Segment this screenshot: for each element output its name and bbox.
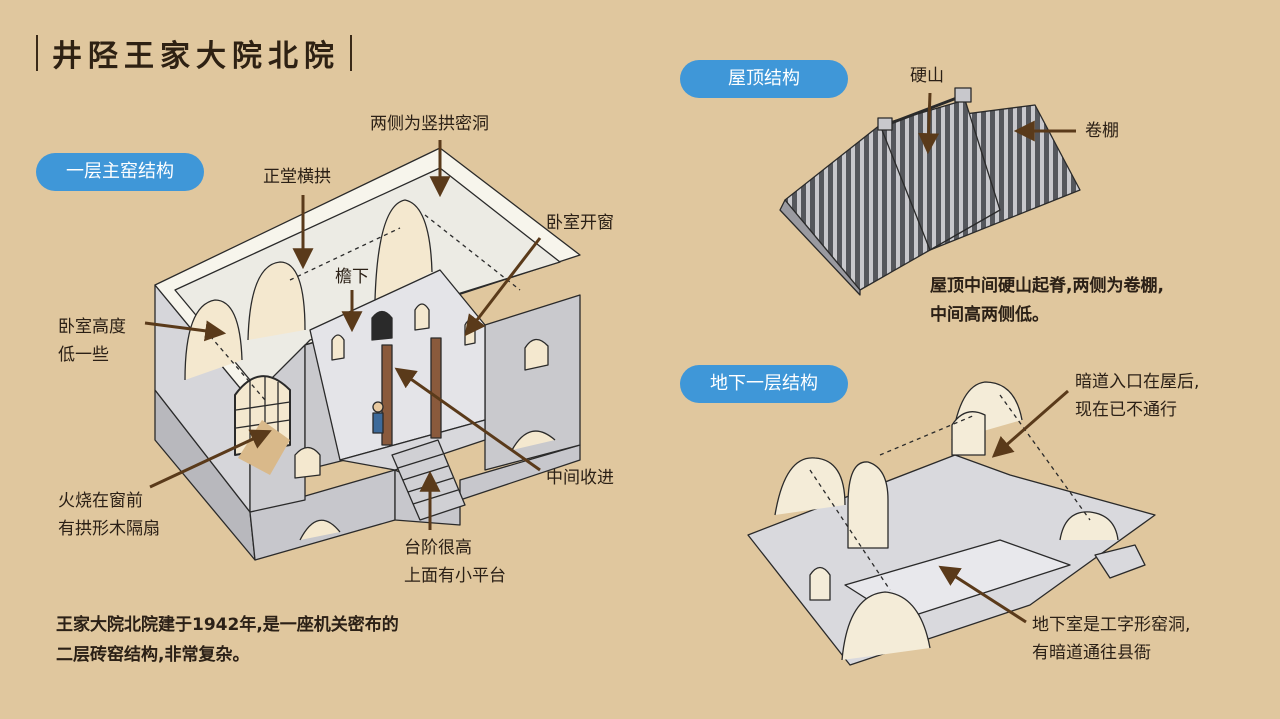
roof-description-1: 屋顶中间硬山起脊,两侧为卷棚, [930,271,1164,302]
main-building-illustration [155,148,580,560]
roof-description-2: 中间高两侧低。 [930,300,1049,331]
label-steps-1: 台阶很高 [404,534,472,562]
arrow-hard-gable [928,93,930,150]
label-steps-2: 上面有小平台 [404,562,506,590]
label-basement-2: 有暗道通往县衙 [1032,639,1151,667]
label-middle-recess: 中间收进 [546,464,614,492]
label-hard-gable: 硬山 [910,62,944,90]
label-main-hall: 正堂横拱 [263,163,331,191]
label-tunnel-2: 现在已不通行 [1075,396,1177,424]
label-bedroom-height-1: 卧室高度 [58,313,126,341]
label-bedroom-height-2: 低一些 [58,341,109,369]
main-description-2: 二层砖窑结构,非常复杂。 [56,640,249,671]
label-fire-1: 火烧在窗前 [58,487,143,515]
label-bedroom-window: 卧室开窗 [546,209,614,237]
label-basement-1: 地下室是工字形窑洞, [1032,611,1190,639]
label-eaves: 檐下 [335,263,369,291]
label-rolled-shed: 卷棚 [1085,117,1119,145]
label-fire-2: 有拱形木隔扇 [58,515,160,543]
label-side-arch: 两侧为竖拱密洞 [370,110,489,138]
main-description-1: 王家大院北院建于1942年,是一座机关密布的 [56,610,399,641]
label-tunnel-1: 暗道入口在屋后, [1075,368,1199,396]
